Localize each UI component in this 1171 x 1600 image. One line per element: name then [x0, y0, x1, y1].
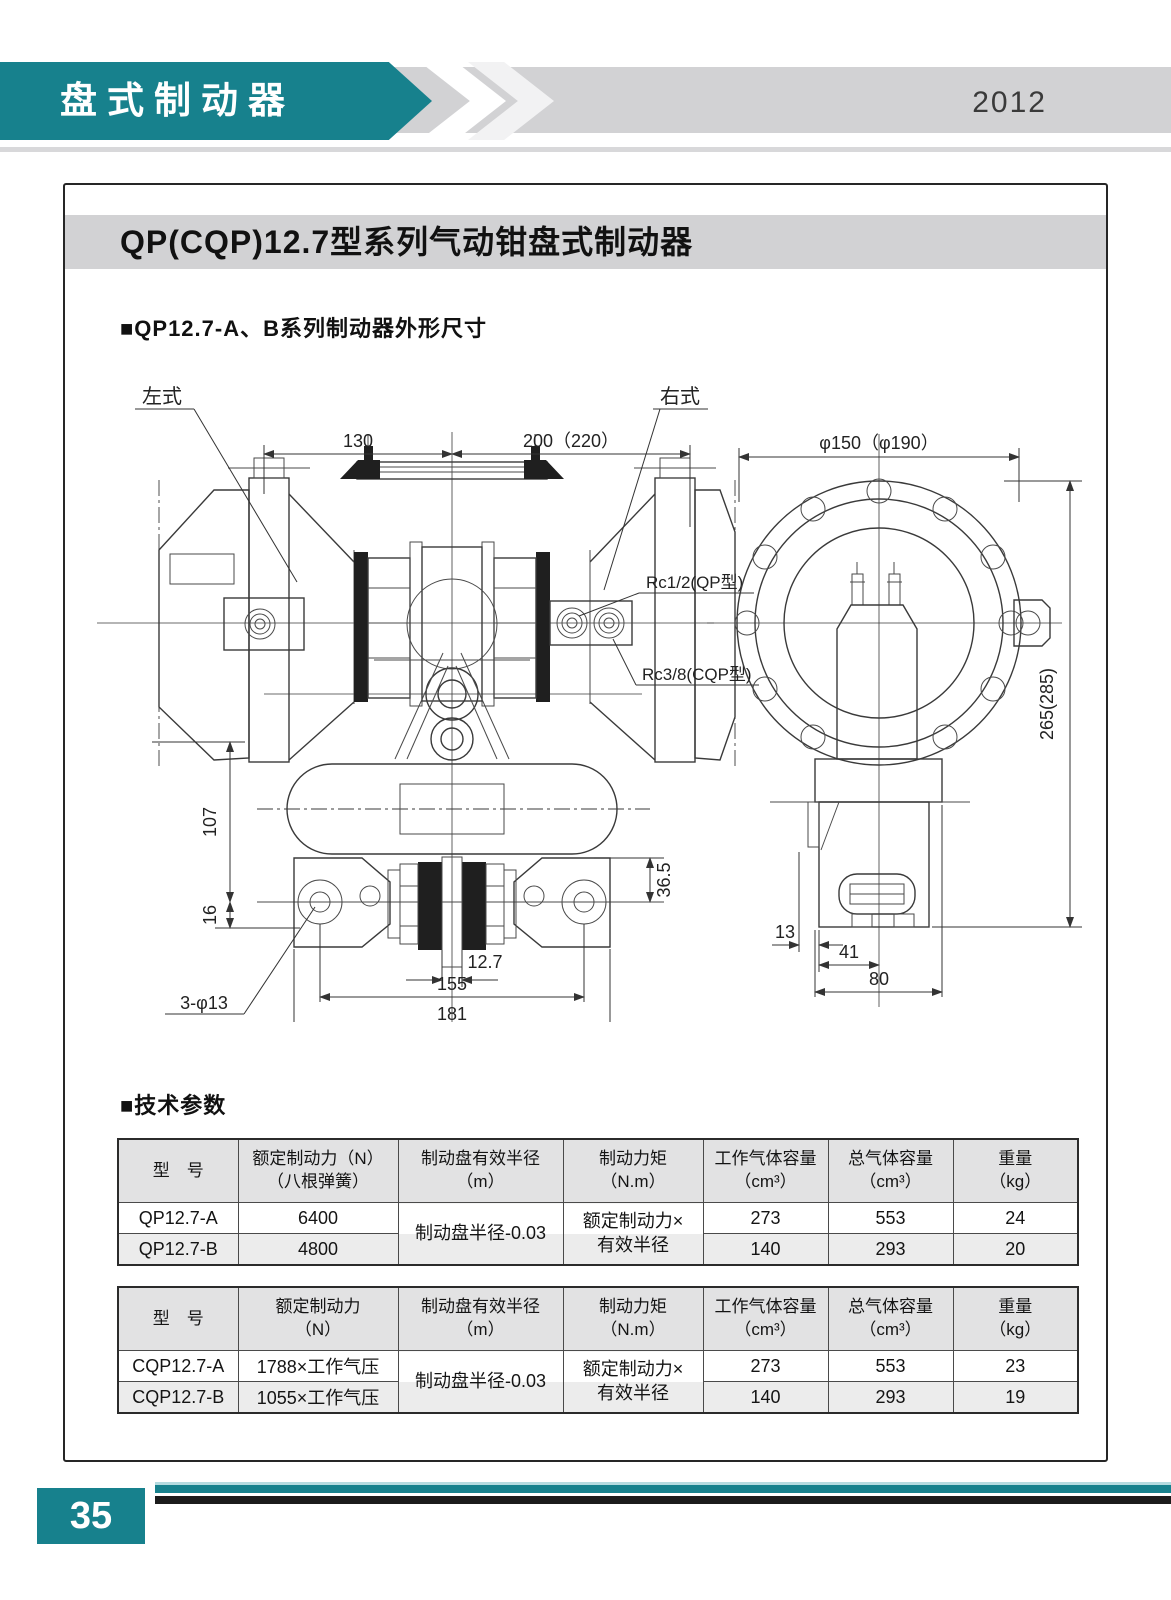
- footer-light-stripe: [155, 1482, 1171, 1485]
- page-title: QP(CQP)12.7型系列气动钳盘式制动器: [120, 224, 694, 260]
- force-cell: 4800: [237, 1233, 399, 1266]
- col-total-volume: 总气体容量 （cm³）: [827, 1138, 954, 1203]
- flange-outer-circle: [736, 480, 1022, 766]
- table-row: QP12.7-B 4800 140 293 20: [117, 1233, 1079, 1266]
- col-weight: 重量 （kg）: [952, 1138, 1079, 1203]
- dim-181-label: 181: [437, 1004, 467, 1022]
- model-cell: QP12.7-A: [117, 1202, 239, 1234]
- force-cell: 6400: [237, 1202, 399, 1234]
- dim-41-label: 41: [839, 942, 859, 962]
- technical-drawing: 130 200（220） 107 16 36.5 12.7 155 181: [97, 385, 1082, 1022]
- footer-black-stripe: [155, 1496, 1171, 1504]
- col-torque: 制动力矩 （N.m）: [562, 1138, 704, 1203]
- dim-phi150-label: φ150（φ190）: [819, 433, 938, 453]
- weight-cell: 24: [952, 1202, 1079, 1234]
- port-qp-label: Rc1/2(QP型): [646, 573, 743, 592]
- col-rated-force: 额定制动力 （N）: [237, 1286, 399, 1351]
- col-effective-radius: 制动盘有效半径 （m）: [397, 1286, 564, 1351]
- col-working-volume: 工作气体容量 （cm³）: [702, 1286, 829, 1351]
- torque-cell: 额定制动力× 有效半径: [562, 1202, 704, 1266]
- col-weight: 重量 （kg）: [952, 1286, 1079, 1351]
- header-divider: [0, 147, 1171, 152]
- col-model: 型 号: [117, 1286, 239, 1351]
- table-header-row: 型 号 额定制动力 （N） 制动盘有效半径 （m） 制动力矩 （N.m） 工作气…: [117, 1286, 1079, 1351]
- front-view: 130 200（220） 107 16 36.5 12.7 155 181: [97, 385, 759, 1022]
- model-cell: QP12.7-B: [117, 1233, 239, 1266]
- working-volume-cell: 273: [702, 1202, 829, 1234]
- dim-265-285-label: 265(285): [1037, 668, 1057, 740]
- dim-36-5-label: 36.5: [654, 862, 674, 897]
- table-row: QP12.7-A 6400 制动盘半径-0.03 额定制动力× 有效半径 273…: [117, 1202, 1079, 1266]
- section-dimensions-heading: ■QP12.7-A、B系列制动器外形尺寸: [120, 316, 487, 341]
- col-model: 型 号: [117, 1138, 239, 1203]
- col-rated-force: 额定制动力（N） （八根弹簧）: [237, 1138, 399, 1203]
- dim-107-label: 107: [200, 807, 220, 837]
- dim-13-label: 13: [775, 922, 795, 942]
- total-volume-cell: 553: [827, 1202, 954, 1234]
- table-header-row: 型 号 额定制动力（N） （八根弹簧） 制动盘有效半径 （m） 制动力矩 （N.…: [117, 1138, 1079, 1203]
- radius-cell: 制动盘半径-0.03: [397, 1350, 564, 1414]
- dim-155-label: 155: [437, 974, 467, 994]
- cqp-spec-table: 型 号 额定制动力 （N） 制动盘有效半径 （m） 制动力矩 （N.m） 工作气…: [117, 1286, 1079, 1414]
- total-volume-cell: 293: [827, 1381, 954, 1414]
- qp-spec-table: 型 号 额定制动力（N） （八根弹簧） 制动盘有效半径 （m） 制动力矩 （N.…: [117, 1138, 1079, 1266]
- table-row: CQP12.7-A 1788×工作气压 制动盘半径-0.03 额定制动力× 有效…: [117, 1350, 1079, 1414]
- page-number-badge: 35: [37, 1488, 145, 1544]
- footer-teal-stripe: [155, 1485, 1171, 1493]
- dim-12-7-label: 12.7: [467, 952, 502, 972]
- total-volume-cell: 553: [827, 1350, 954, 1382]
- table-row: CQP12.7-B 1055×工作气压 140 293 19: [117, 1381, 1079, 1414]
- col-effective-radius: 制动盘有效半径 （m）: [397, 1138, 564, 1203]
- col-working-volume: 工作气体容量 （cm³）: [702, 1138, 829, 1203]
- catalog-year: 2012: [972, 86, 1047, 119]
- model-cell: CQP12.7-A: [117, 1350, 239, 1382]
- total-volume-cell: 293: [827, 1233, 954, 1266]
- col-total-volume: 总气体容量 （cm³）: [827, 1286, 954, 1351]
- col-torque: 制动力矩 （N.m）: [562, 1286, 704, 1351]
- force-cell: 1788×工作气压: [237, 1350, 399, 1382]
- weight-cell: 19: [952, 1381, 1079, 1414]
- content-box: QP(CQP)12.7型系列气动钳盘式制动器 ■QP12.7-A、B系列制动器外…: [63, 183, 1108, 1462]
- working-volume-cell: 140: [702, 1233, 829, 1266]
- radius-cell: 制动盘半径-0.03: [397, 1202, 564, 1266]
- banner-title: 盘式制动器: [60, 80, 295, 121]
- port-cqp-label: Rc3/8(CQP型): [642, 665, 752, 684]
- left-type-label: 左式: [142, 385, 182, 408]
- weight-cell: 23: [952, 1350, 1079, 1382]
- spring-housing: [286, 763, 618, 855]
- side-view: φ150（φ190） 265(285) 13 41 80: [707, 433, 1082, 1007]
- dim-80-label: 80: [869, 969, 889, 989]
- dim-130-label: 130: [343, 431, 373, 451]
- brake-disc: [406, 578, 498, 670]
- working-volume-cell: 273: [702, 1350, 829, 1382]
- right-type-label: 右式: [660, 385, 700, 408]
- weight-cell: 20: [952, 1233, 1079, 1266]
- model-cell: CQP12.7-B: [117, 1381, 239, 1414]
- torque-cell: 额定制动力× 有效半径: [562, 1350, 704, 1414]
- dim-3-phi13-label: 3-φ13: [180, 993, 228, 1013]
- header-banner: 盘式制动器: [0, 62, 432, 140]
- force-cell: 1055×工作气压: [237, 1381, 399, 1414]
- section-specs-heading: ■技术参数: [120, 1093, 227, 1118]
- title-band: QP(CQP)12.7型系列气动钳盘式制动器: [65, 215, 1106, 269]
- dim-200-220-label: 200（220）: [523, 431, 619, 451]
- dim-16-label: 16: [200, 905, 220, 925]
- working-volume-cell: 140: [702, 1381, 829, 1414]
